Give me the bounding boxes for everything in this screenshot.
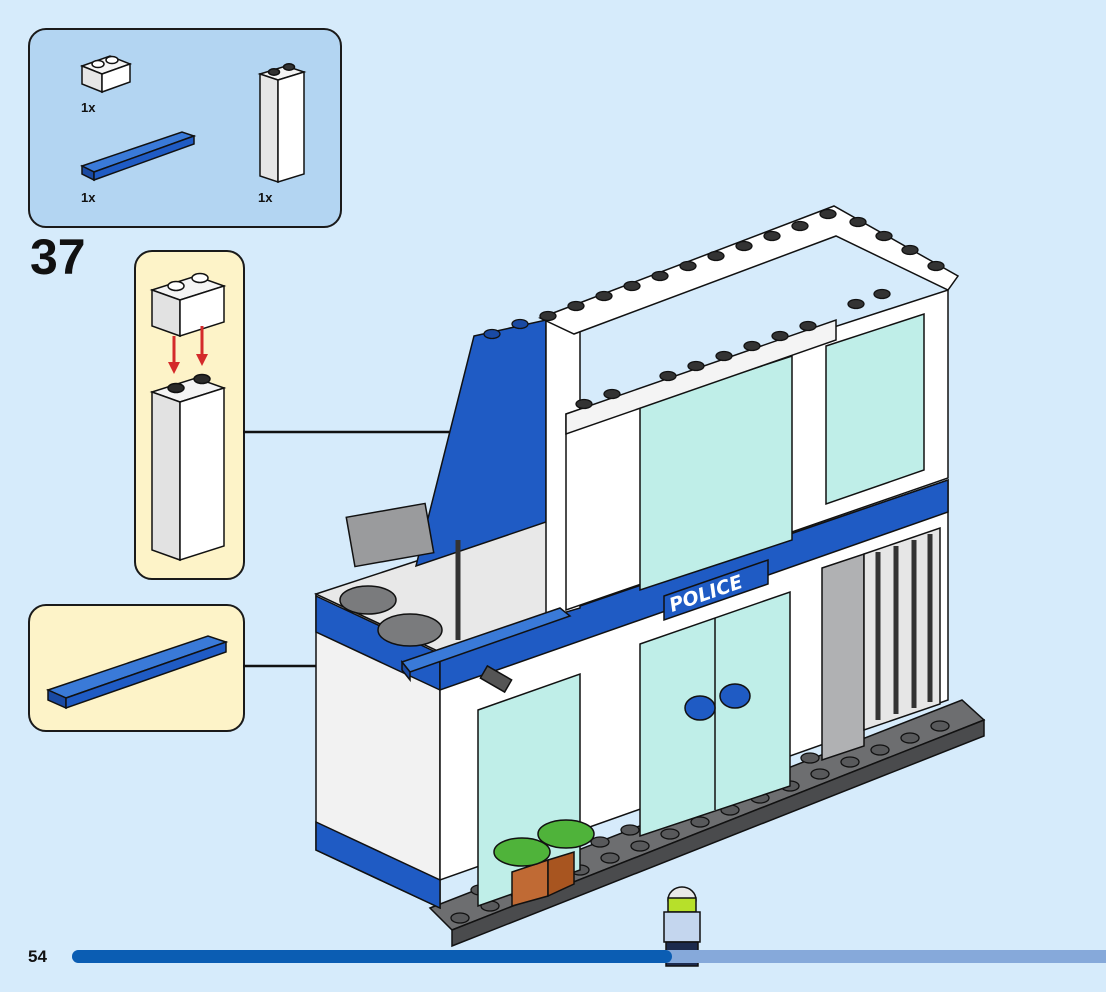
door-handle-left <box>685 696 715 720</box>
upper-window-right <box>826 314 924 504</box>
police-station-model: POLICE <box>300 190 1000 950</box>
page-number: 54 <box>28 947 47 967</box>
door-handle-right <box>720 684 750 708</box>
progress-bar-fill <box>72 950 672 963</box>
blue-slope-roof <box>416 320 546 566</box>
progress-bar <box>72 950 1106 963</box>
jail-pillar <box>822 554 864 760</box>
